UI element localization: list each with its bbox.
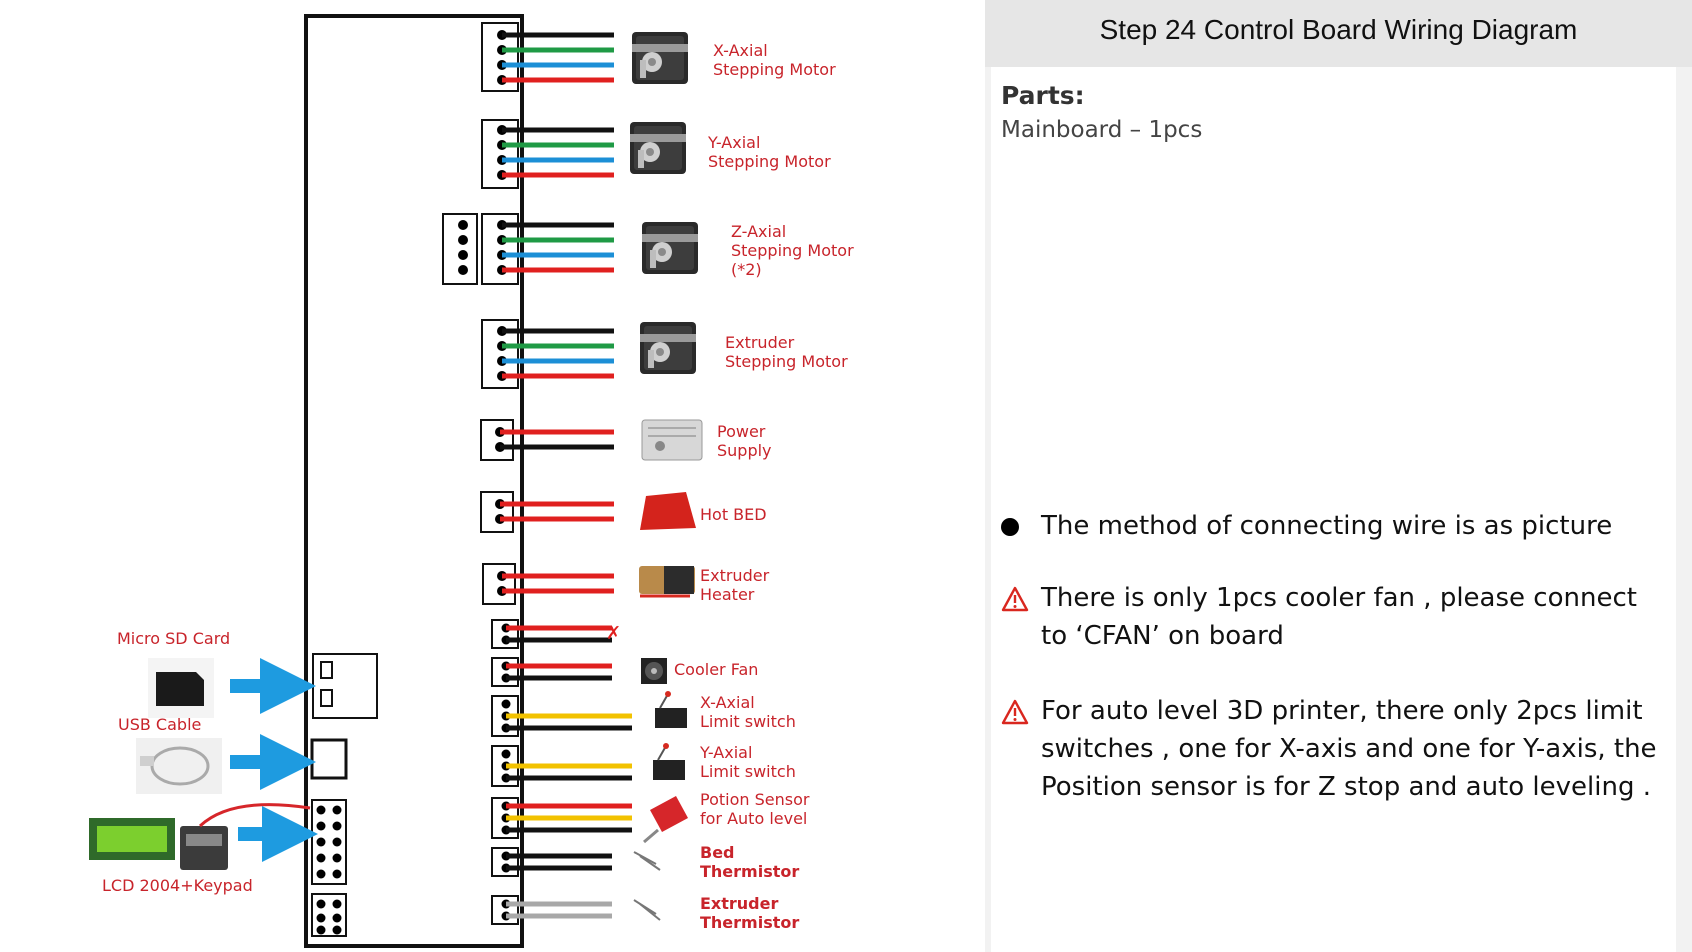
cooler-fan-icon	[641, 658, 667, 684]
y-motor-icon	[630, 122, 686, 174]
note-item: The method of connecting wire is as pict…	[1001, 507, 1666, 545]
y-limit-connector	[491, 745, 632, 787]
cooler-fan-label: Cooler Fan	[674, 660, 758, 679]
extruder-motor-connector	[481, 319, 614, 389]
bed-thermistor-label-2: Thermistor	[700, 862, 799, 881]
x-motor-connector	[481, 22, 614, 92]
extruder-heater-label-1: Extruder	[700, 566, 770, 585]
x-motor-label-1: X-Axial	[713, 41, 768, 60]
extruder-heater-icon	[639, 566, 695, 598]
y-motor-label-2: Stepping Motor	[708, 152, 831, 171]
note-text: There is only 1pcs cooler fan , please c…	[1041, 583, 1637, 651]
z-motor-icon	[642, 222, 698, 274]
position-sensor-icon	[643, 796, 688, 844]
micro-sd-label: Micro SD Card	[117, 629, 230, 648]
lcd-cable	[198, 803, 311, 828]
title-bar: Step 24 Control Board Wiring Diagram	[985, 0, 1692, 67]
usb-cable-icon	[136, 738, 222, 794]
bed-thermistor-connector	[491, 847, 612, 877]
power-label-1: Power	[717, 422, 766, 441]
y-motor-label-1: Y-Axial	[707, 133, 760, 152]
step-title: Step 24 Control Board Wiring Diagram	[1099, 14, 1578, 45]
note-item: There is only 1pcs cooler fan , please c…	[1001, 579, 1666, 655]
sensor-connector	[491, 797, 632, 839]
note-item: For auto level 3D printer, there only 2p…	[1001, 692, 1666, 806]
extruder-thermistor-connector	[491, 895, 612, 925]
x-limit-label-2: Limit switch	[700, 712, 796, 731]
sensor-label-2: for Auto level	[700, 809, 807, 828]
usb-port	[310, 738, 348, 780]
lcd-header	[311, 799, 347, 885]
extruder-motor-icon	[640, 322, 696, 374]
z-motor-label-3: (*2)	[731, 260, 762, 279]
instruction-content: Parts: Mainboard – 1pcs The method of co…	[991, 67, 1676, 952]
parts-heading: Parts:	[1001, 81, 1085, 110]
extruder-thermistor-label-2: Thermistor	[700, 913, 799, 932]
sensor-label-1: Potion Sensor	[700, 790, 810, 809]
x-limit-connector	[491, 695, 632, 737]
hotbed-connector	[480, 491, 614, 533]
power-connector	[480, 419, 614, 461]
note-text: The method of connecting wire is as pict…	[1041, 511, 1613, 541]
note-text: For auto level 3D printer, there only 2p…	[1041, 696, 1657, 802]
cooler-fan-connector	[491, 657, 612, 687]
parts-item: Mainboard – 1pcs	[1001, 117, 1203, 143]
x-motor-icon	[632, 32, 688, 84]
z-motor-label-2: Stepping Motor	[731, 241, 854, 260]
usb-cable-label: USB Cable	[118, 715, 201, 734]
warning-icon	[1001, 692, 1031, 737]
x-limit-label-1: X-Axial	[700, 693, 755, 712]
warning-icon	[1001, 579, 1031, 624]
wiring-diagram: X-Axial Stepping Motor Y-Axial Stepping …	[89, 14, 854, 948]
lcd-display-icon	[89, 818, 228, 870]
z-motor-connector	[442, 213, 614, 285]
hotbed-label: Hot BED	[700, 505, 767, 524]
x-limit-switch-icon	[655, 691, 687, 728]
extruder-heater-label-2: Heater	[700, 585, 755, 604]
unused-fan-connector: ✗	[491, 619, 621, 649]
mainboard-outline	[304, 14, 524, 948]
extruder-motor-label-1: Extruder	[725, 333, 795, 352]
micro-sd-card-icon	[148, 658, 214, 718]
extruder-thermistor-icon	[633, 899, 661, 921]
bullet-icon	[1001, 507, 1031, 547]
power-supply-icon	[641, 419, 703, 461]
svg-text:✗: ✗	[606, 623, 621, 644]
power-label-2: Supply	[717, 441, 772, 460]
expansion-header	[311, 893, 347, 937]
y-motor-connector	[481, 119, 614, 189]
bed-thermistor-icon	[633, 851, 661, 871]
extruder-thermistor-label-1: Extruder	[700, 894, 778, 913]
lcd-label: LCD 2004+Keypad	[102, 876, 253, 895]
instruction-panel: Step 24 Control Board Wiring Diagram Par…	[985, 0, 1692, 952]
sd-slot	[312, 653, 378, 719]
bed-thermistor-label-1: Bed	[700, 843, 735, 862]
hotbed-icon	[640, 492, 696, 530]
y-limit-label-1: Y-Axial	[699, 743, 752, 762]
extruder-heater-connector	[482, 563, 614, 605]
extruder-motor-label-2: Stepping Motor	[725, 352, 848, 371]
z-motor-label-1: Z-Axial	[731, 222, 786, 241]
y-limit-label-2: Limit switch	[700, 762, 796, 781]
x-motor-label-2: Stepping Motor	[713, 60, 836, 79]
y-limit-switch-icon	[653, 743, 685, 780]
